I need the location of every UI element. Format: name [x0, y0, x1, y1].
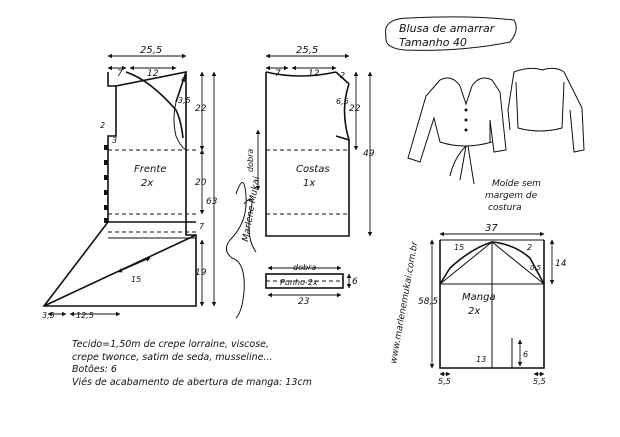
- back-pattern-piece: 25,5 7 12 2 6,5 22 49 dobra Costas 1x: [246, 45, 375, 237]
- fabric-line-cont: crepe twonce, satim de seda, musseline..…: [72, 351, 273, 363]
- sleeve-cap-height: 14: [555, 259, 567, 269]
- back-top-left: 7: [275, 69, 281, 79]
- buttons-line: Botões: 6: [72, 364, 117, 375]
- front-armhole-curve: 3,5: [178, 96, 191, 105]
- cuff-name: Punho-2x: [280, 278, 318, 287]
- back-piece-count: 1x: [303, 178, 315, 189]
- front-side-mid: 20: [195, 178, 207, 188]
- sleeve-top-width: 37: [485, 223, 498, 234]
- website-url: www.marlenemukai.com.br: [389, 240, 421, 365]
- front-armhole-depth: 22: [195, 104, 207, 114]
- sleeve-slit: 13: [476, 355, 486, 364]
- front-neck-left: 2: [100, 121, 105, 130]
- back-shoulder-drop: 2: [340, 71, 345, 80]
- front-waist-step: 7: [199, 222, 205, 231]
- front-bottom-width: 12,5: [76, 311, 94, 320]
- sleeve-pattern-piece: 37 15 2 0,5 14 58,5 13 6 5,5 5,5 Manga 2…: [418, 223, 567, 386]
- front-tie-drop: 19: [195, 268, 207, 278]
- back-top-mid: 12: [308, 69, 320, 79]
- front-tie-diagonal: [43, 234, 197, 307]
- blouse-back-sketch: [507, 67, 585, 153]
- designer-signature: Marlene Mukai: [226, 175, 262, 319]
- cuff-pattern-piece: dobra Punho-2x 6 23: [265, 263, 358, 307]
- bias-line: Viés de acabamento de abertura de manga:…: [72, 376, 312, 388]
- sleeve-total-length: 58,5: [418, 297, 438, 307]
- fabric-line: Tecido=1,50m de crepe lorraine, viscose,: [72, 339, 270, 350]
- front-neck-curve: 3: [112, 136, 117, 145]
- front-shoulder-drop: 4: [181, 75, 187, 85]
- back-armhole-curve: 6,5: [336, 97, 349, 106]
- sleeve-piece-count: 2x: [468, 306, 480, 317]
- front-top-width: 25,5: [140, 45, 162, 56]
- sleeve-slit-depth: 6: [523, 350, 528, 359]
- front-pattern-piece: 25,5 7 12 4 3,5 22 20 63 7 19 2 3 15 3,5…: [42, 45, 218, 320]
- sleeve-cap-right: 2: [527, 243, 532, 252]
- cuff-width: 23: [298, 297, 310, 307]
- title-line1: Blusa de amarrar: [399, 22, 496, 35]
- back-top-width: 25,5: [296, 45, 318, 56]
- sleeve-cap-curve: 0,5: [530, 264, 542, 272]
- front-piece-name: Frente: [134, 164, 166, 175]
- material-notes: Tecido=1,50m de crepe lorraine, viscose,…: [72, 339, 372, 389]
- title-block: Blusa de amarrar Tamanho 40: [385, 16, 517, 51]
- front-tie-diag: 15: [131, 275, 141, 284]
- front-neckline-curve: [125, 71, 184, 139]
- back-armhole-depth: 22: [349, 104, 361, 114]
- front-bottom-left: 3,5: [42, 311, 55, 320]
- sleeve-hem-left: 5,5: [438, 377, 451, 386]
- molde-note-3: costura: [488, 203, 522, 213]
- back-fold-label: dobra: [246, 149, 255, 172]
- title-line2: Tamanho 40: [399, 36, 467, 49]
- sleeve-cap-left: 15: [454, 243, 464, 252]
- button-markers: [104, 145, 108, 223]
- front-outline: [42, 71, 197, 307]
- back-piece-name: Costas: [296, 164, 330, 175]
- molde-note-1: Molde sem: [492, 179, 541, 189]
- front-total-height: 63: [206, 197, 218, 207]
- cuff-fold-label: dobra: [293, 263, 316, 272]
- back-side-total: 49: [363, 149, 375, 159]
- blouse-front-sketch: [407, 77, 507, 185]
- molde-note-2: margem de: [485, 191, 538, 201]
- cuff-height: 6: [352, 277, 358, 287]
- front-piece-count: 2x: [141, 178, 153, 189]
- sleeve-piece-name: Manga: [462, 292, 496, 303]
- front-top-mid: 12: [147, 69, 159, 79]
- back-outline: [265, 72, 350, 237]
- front-top-left: 7: [117, 69, 123, 79]
- sleeve-hem-right: 5,5: [533, 377, 546, 386]
